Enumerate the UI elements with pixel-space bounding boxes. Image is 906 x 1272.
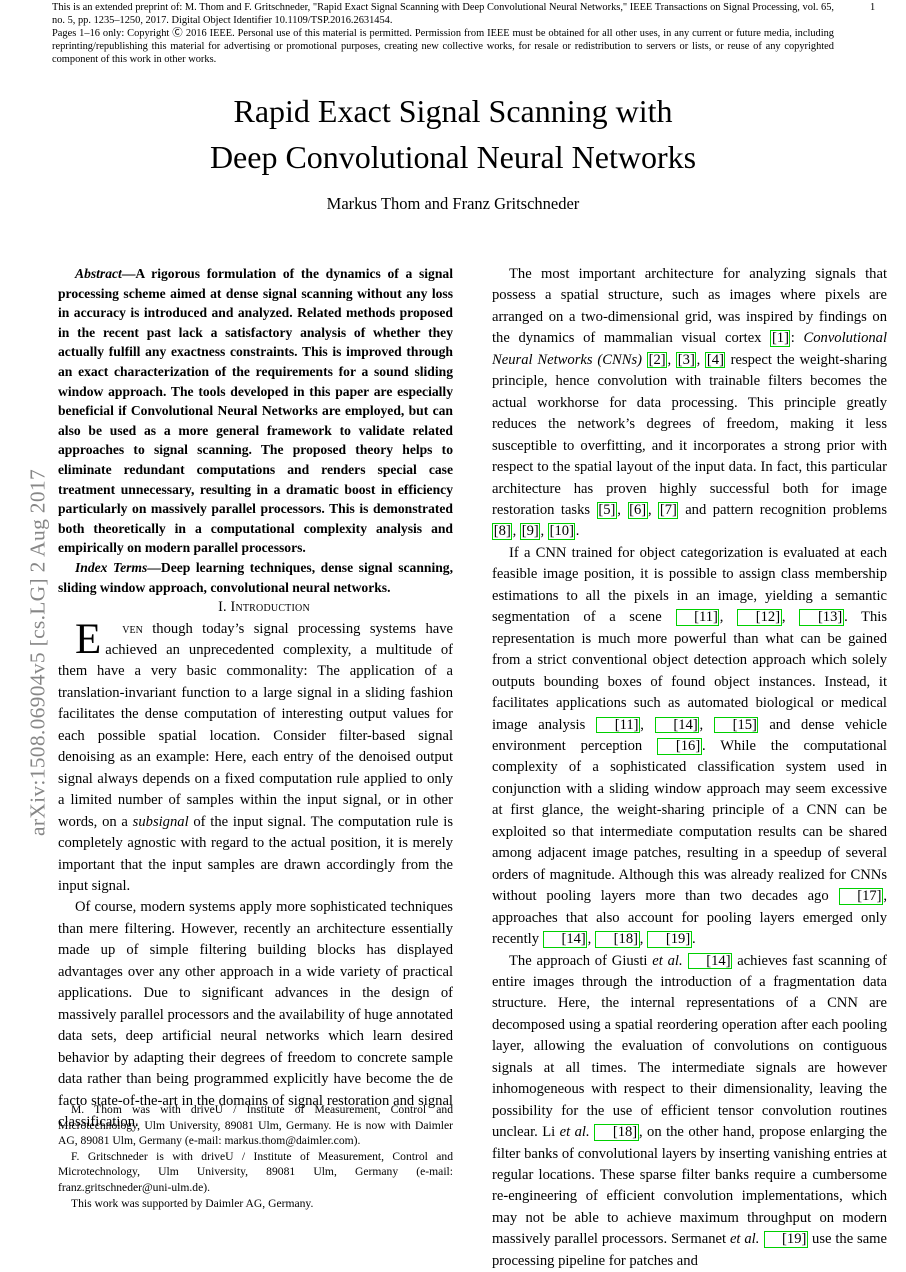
citation-link-11b[interactable]: [11] (596, 717, 640, 734)
body-paragraph-2: If a CNN trained for object categorizati… (492, 543, 887, 951)
citation-link-4[interactable]: [4] (705, 352, 725, 369)
citation-link-14[interactable]: [14] (655, 717, 699, 734)
citation-link-16[interactable]: [16] (657, 738, 701, 755)
p3-text-c: , on the other hand, propose enlarging t… (492, 1124, 887, 1247)
citation-link-19[interactable]: [19] (647, 931, 691, 948)
term-subsignal: subsignal (133, 814, 189, 830)
footnote-block: M. Thom was with driveU / Institute of M… (58, 1102, 453, 1211)
citation-link-17[interactable]: [17] (839, 888, 883, 905)
preprint-copyright-banner: This is an extended preprint of: M. Thom… (52, 1, 834, 66)
citation-link-14c[interactable]: [14] (688, 953, 732, 970)
intro-smallcaps-run: ven (122, 621, 143, 637)
paper-page: arXiv:1508.06904v5 [cs.LG] 2 Aug 2017 Th… (0, 0, 906, 1200)
citation-link-6[interactable]: [6] (628, 502, 648, 519)
p1-text-e: . (576, 523, 580, 539)
p1-text-c: respect the weight-sharing principle, he… (492, 352, 887, 518)
title-line-1: Rapid Exact Signal Scanning with (80, 88, 826, 134)
left-column: Abstract—A rigorous formulation of the d… (58, 264, 453, 1133)
footnote-funding: This work was supported by Daimler AG, G… (58, 1196, 453, 1212)
index-terms-dash: — (147, 560, 161, 575)
abstract-dash: — (122, 266, 136, 281)
abstract-label: Abstract (75, 266, 122, 281)
footnote-author-2: F. Gritschneder is with driveU / Institu… (58, 1149, 453, 1196)
p1-text-b: : (791, 330, 804, 346)
index-terms-paragraph: Index Terms—Deep learning techniques, de… (58, 558, 453, 597)
citation-link-13[interactable]: [13] (799, 609, 843, 626)
p2-text-b: . This representation is much more power… (492, 609, 887, 732)
citation-link-9[interactable]: [9] (520, 523, 540, 540)
etal-2: et al. (560, 1124, 590, 1140)
abstract-paragraph: Abstract—A rigorous formulation of the d… (58, 264, 453, 558)
etal-3: et al. (730, 1231, 759, 1247)
banner-copyright-line: Pages 1–16 only: Copyright Ⓒ 2016 IEEE. … (52, 27, 834, 66)
title-line-2: Deep Convolutional Neural Networks (80, 134, 826, 180)
body-paragraph-3: The approach of Giusti et al. [14] achie… (492, 951, 887, 1272)
citation-link-8[interactable]: [8] (492, 523, 512, 540)
section-heading-introduction: I. Introduction (58, 597, 453, 618)
intro-body-a: though today’s signal processing systems… (58, 621, 453, 830)
citation-link-10[interactable]: [10] (548, 523, 575, 540)
intro-paragraph-2: Of course, modern systems apply more sop… (58, 897, 453, 1133)
citation-link-19b[interactable]: [19] (764, 1231, 808, 1248)
arxiv-identifier-stamp: arXiv:1508.06904v5 [cs.LG] 2 Aug 2017 (26, 353, 51, 953)
p2-text-f: . (692, 931, 696, 947)
abstract-body: A rigorous formulation of the dynamics o… (58, 266, 453, 555)
drop-cap-letter: E (58, 619, 105, 658)
citation-link-5[interactable]: [5] (597, 502, 617, 519)
page-number: 1 (870, 1, 875, 14)
citation-link-15[interactable]: [15] (714, 717, 758, 734)
citation-link-11[interactable]: [11] (676, 609, 720, 626)
citation-link-14b[interactable]: [14] (543, 931, 587, 948)
banner-citation-line: This is an extended preprint of: M. Thom… (52, 1, 834, 27)
p3-text-b: achieves fast scanning of entire images … (492, 953, 887, 1141)
index-terms-label: Index Terms (75, 560, 147, 575)
right-column: The most important architecture for anal… (492, 264, 887, 1272)
citation-link-18[interactable]: [18] (595, 931, 639, 948)
footnote-author-1: M. Thom was with driveU / Institute of M… (58, 1102, 453, 1149)
citation-link-18b[interactable]: [18] (594, 1124, 638, 1141)
page-title: Rapid Exact Signal Scanning with Deep Co… (80, 88, 826, 180)
body-paragraph-1: The most important architecture for anal… (492, 264, 887, 543)
etal-1: et al. (652, 953, 682, 969)
citation-link-12[interactable]: [12] (737, 609, 781, 626)
citation-link-3[interactable]: [3] (676, 352, 696, 369)
citation-link-2[interactable]: [2] (647, 352, 667, 369)
p2-text-d: . While the computational complexity of … (492, 738, 887, 904)
citation-link-1[interactable]: [1] (770, 330, 790, 347)
p1-text-d: and pattern recognition problems (679, 502, 887, 518)
author-list: Markus Thom and Franz Gritschneder (80, 193, 826, 215)
p3-text-a: The approach of Giusti (509, 953, 652, 969)
citation-link-7[interactable]: [7] (658, 502, 678, 519)
